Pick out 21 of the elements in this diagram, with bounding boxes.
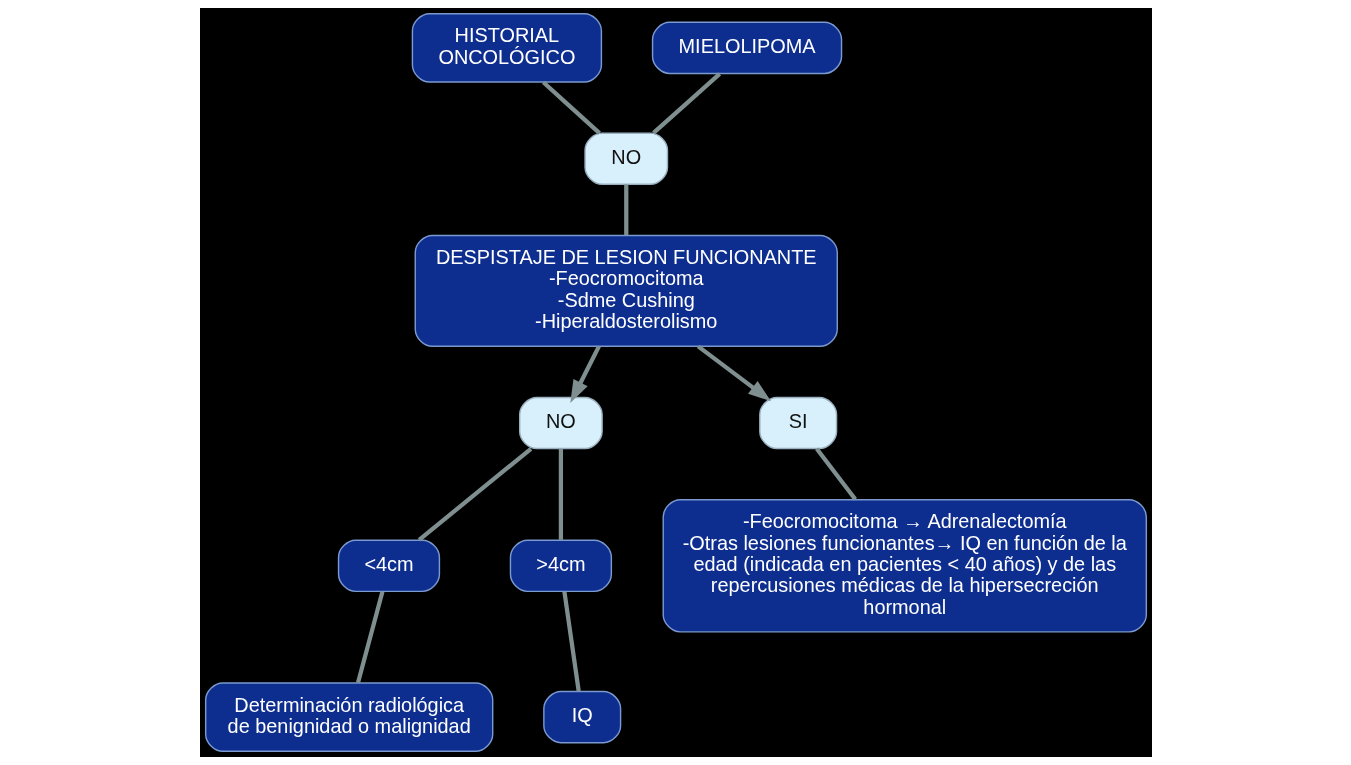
- connector: [541, 80, 601, 135]
- connector: [561, 591, 581, 692]
- node-box: IQ: [542, 690, 621, 744]
- connector: [651, 72, 721, 135]
- node-box: Determinación radiológica de benignidad o malignidad: [204, 682, 493, 752]
- connector: [814, 447, 857, 501]
- connector: [355, 591, 384, 684]
- connector: [558, 448, 563, 540]
- node-box: HISTORIAL ONCOLÓGICO: [411, 13, 602, 83]
- node-box: SI: [758, 396, 837, 450]
- node-box: >4cm: [509, 539, 612, 593]
- node-box: DESPISTAJE DE LESION FUNCIONANTE -Feocromocitoma -Sdme Cushing -Hiperaldosterolismo: [414, 234, 838, 347]
- node-box: -Feocromocitoma → Adrenalectomía -Otras lesiones funcionantes→ IQ en función de la edad (indicada en pacientes < 40 años) y de las repercusiones médicas de la hipersecreción hormonal: [662, 499, 1147, 633]
- node-box: MIELOLIPOMA: [651, 21, 842, 75]
- connector: [623, 184, 628, 236]
- connector: [417, 447, 532, 542]
- arrow: [696, 344, 771, 402]
- arrow: [569, 345, 601, 403]
- node-box: NO: [583, 132, 668, 185]
- node-box: NO: [518, 396, 603, 450]
- node-box: <4cm: [337, 539, 440, 593]
